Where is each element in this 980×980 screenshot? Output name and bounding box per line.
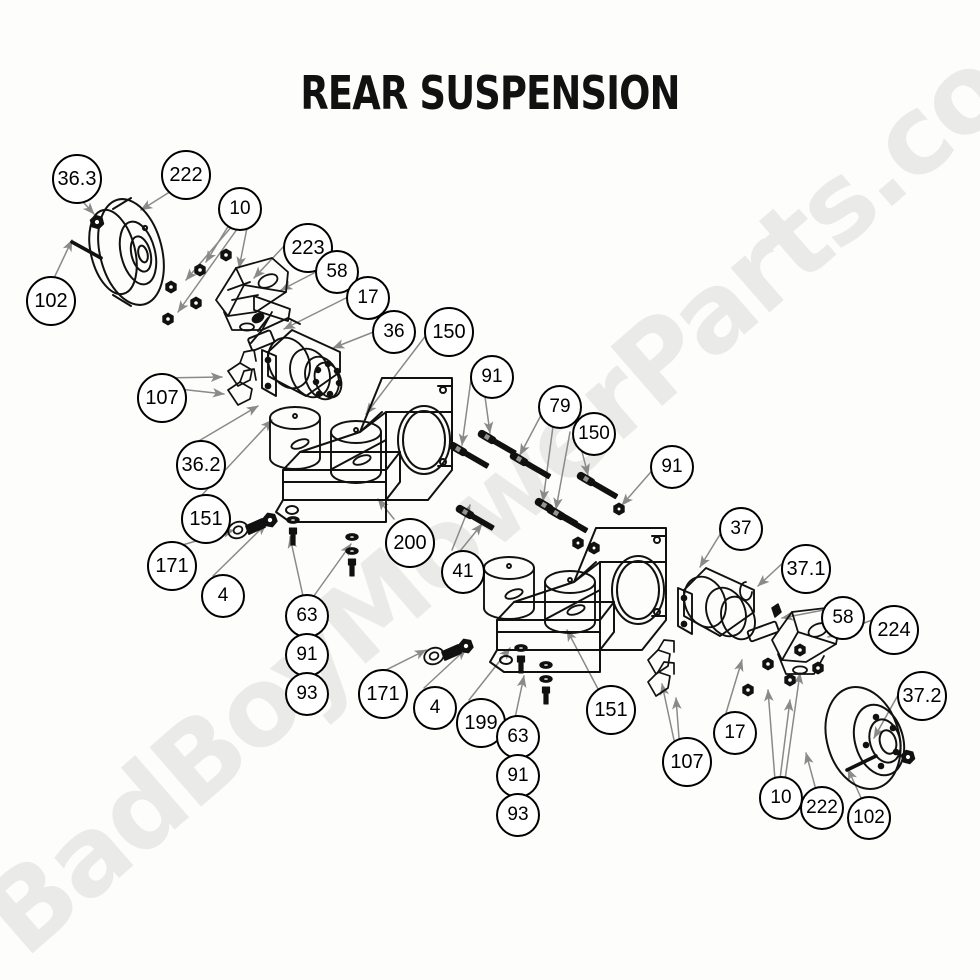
callout-107-right[interactable]: 107	[662, 737, 712, 787]
callout-224[interactable]: 224	[869, 605, 919, 655]
callout-93-right[interactable]: 93	[496, 793, 540, 837]
callout-41[interactable]: 41	[441, 550, 485, 594]
callout-36-2[interactable]: 36.2	[176, 440, 226, 490]
callout-171-right[interactable]: 171	[358, 669, 408, 719]
callout-58-left[interactable]: 58	[315, 250, 359, 294]
callout-93-left[interactable]: 93	[285, 672, 329, 716]
callout-63-left[interactable]: 63	[285, 594, 329, 638]
callout-4-right[interactable]: 4	[413, 686, 457, 730]
callout-37-1[interactable]: 37.1	[781, 544, 831, 594]
callout-150-left[interactable]: 150	[424, 307, 474, 357]
callout-222-right[interactable]: 222	[800, 786, 844, 830]
callout-4-left[interactable]: 4	[201, 574, 245, 618]
callout-102-right[interactable]: 102	[847, 796, 891, 840]
callout-91-center[interactable]: 91	[470, 355, 514, 399]
callout-10-left[interactable]: 10	[218, 187, 262, 231]
callout-150-center[interactable]: 150	[572, 412, 616, 456]
callout-200[interactable]: 200	[385, 518, 435, 568]
callout-37[interactable]: 37	[719, 507, 763, 551]
callout-91-right-b[interactable]: 91	[496, 754, 540, 798]
callout-36-3[interactable]: 36.3	[52, 154, 102, 204]
callout-37-2[interactable]: 37.2	[897, 671, 947, 721]
callout-63-right[interactable]: 63	[496, 715, 540, 759]
callout-91-left[interactable]: 91	[285, 633, 329, 677]
callout-171-left[interactable]: 171	[147, 541, 197, 591]
callout-10-right[interactable]: 10	[759, 776, 803, 820]
callout-151-left[interactable]: 151	[181, 494, 231, 544]
callout-91-right[interactable]: 91	[650, 445, 694, 489]
callout-222-left[interactable]: 222	[161, 150, 211, 200]
callout-58-right[interactable]: 58	[821, 596, 865, 640]
page-title: REAR SUSPENSION	[300, 66, 680, 120]
callout-17-right[interactable]: 17	[713, 711, 757, 755]
callout-151-right[interactable]: 151	[586, 685, 636, 735]
callout-107-left[interactable]: 107	[137, 373, 187, 423]
callout-102-left[interactable]: 102	[26, 276, 76, 326]
callout-36[interactable]: 36	[372, 310, 416, 354]
